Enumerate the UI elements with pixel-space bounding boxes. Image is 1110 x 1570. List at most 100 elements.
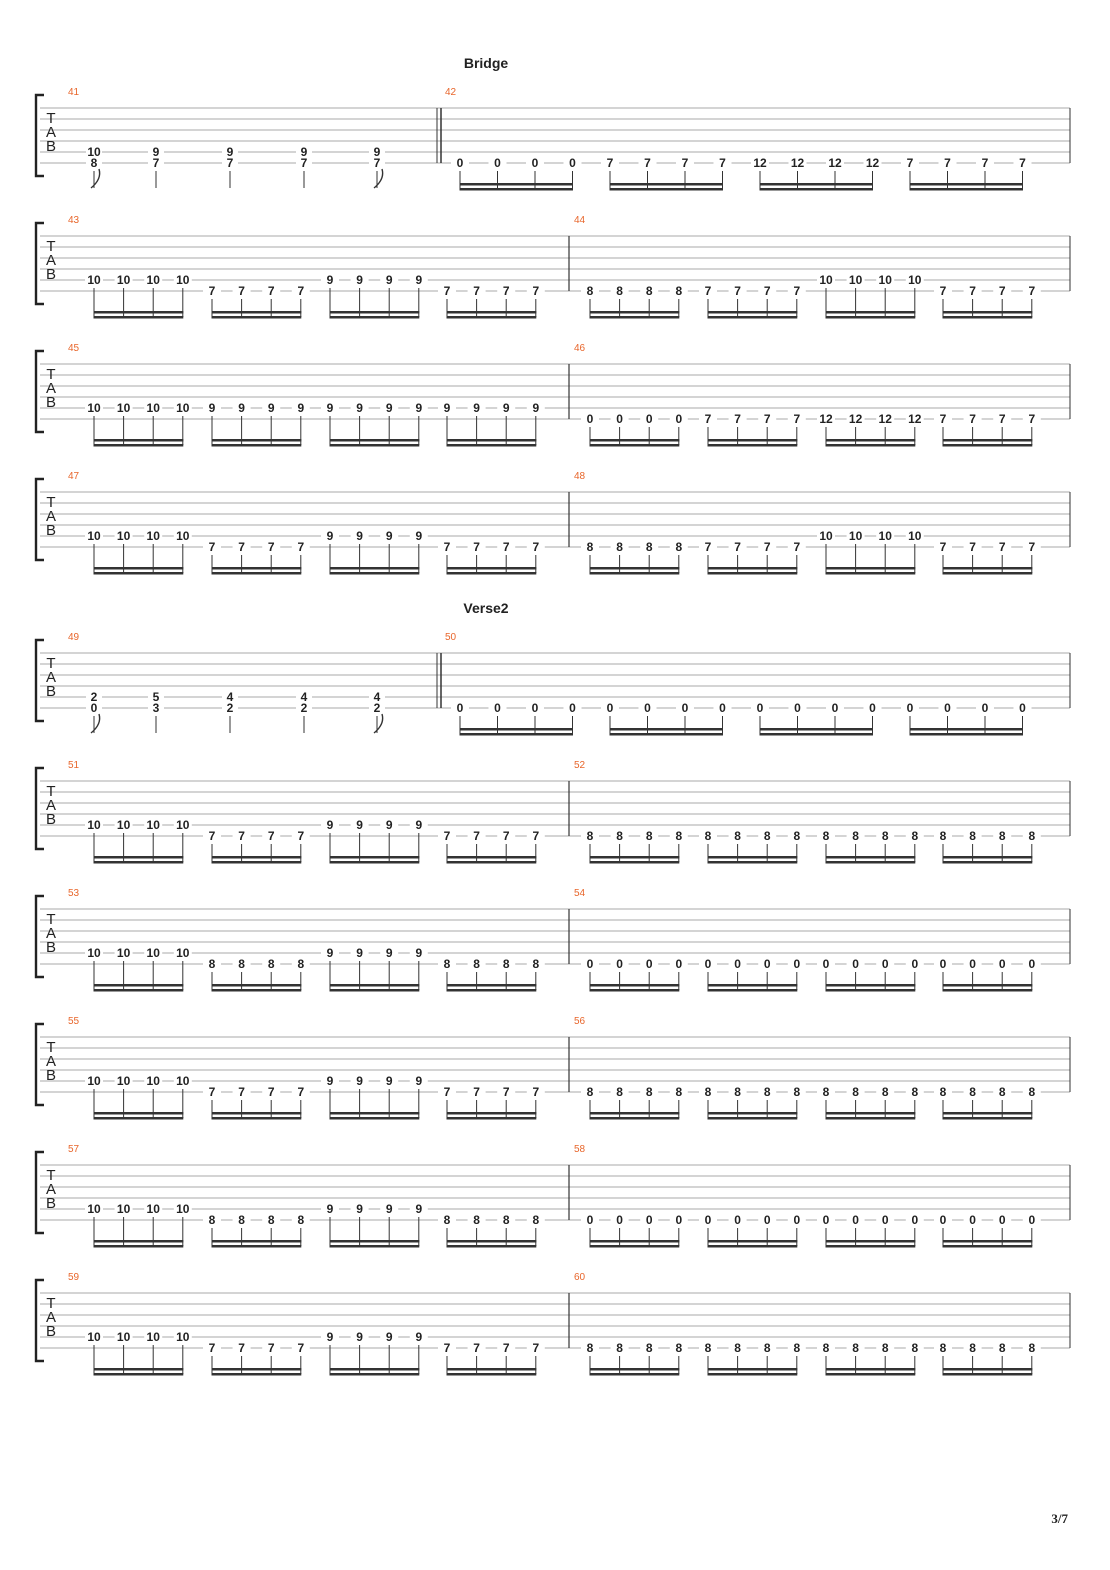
fret-number: 7: [940, 284, 947, 298]
fret-number: 8: [911, 829, 918, 843]
fret-knockout: [713, 701, 732, 714]
fret-knockout: [173, 529, 192, 542]
fret-number: 7: [1019, 156, 1026, 170]
beam: [707, 567, 798, 570]
fret-knockout: [369, 691, 385, 711]
fret-number: 8: [1028, 1341, 1035, 1355]
fret-number: 7: [503, 1085, 510, 1099]
fret-knockout: [497, 957, 516, 970]
fret-number: 9: [374, 145, 381, 159]
fret-number: 10: [908, 273, 922, 287]
fret-knockout: [114, 1330, 133, 1343]
fret-number: 7: [209, 1341, 216, 1355]
fret-number: 7: [764, 284, 771, 298]
fret-knockout: [488, 156, 507, 169]
beam: [707, 856, 798, 859]
fret-number: 0: [823, 1213, 830, 1227]
fret-number: 0: [823, 957, 830, 971]
fret-number: 7: [999, 412, 1006, 426]
beam: [446, 1112, 537, 1115]
beam: [707, 311, 798, 314]
fret-knockout: [497, 284, 516, 297]
fret-knockout: [581, 412, 599, 425]
fret-number: 7: [301, 156, 308, 170]
fret-number: 8: [705, 1085, 712, 1099]
fret-knockout: [846, 529, 865, 542]
fret-number: 7: [793, 284, 800, 298]
fret-number: 8: [238, 1213, 245, 1227]
fret-knockout: [640, 1213, 659, 1226]
fret-number: 8: [91, 156, 98, 170]
fret-knockout: [817, 412, 835, 425]
beam: [825, 1240, 916, 1243]
fret-number: 7: [238, 829, 245, 843]
fret-knockout: [85, 273, 103, 286]
beam: [825, 1117, 916, 1120]
fret-knockout: [526, 284, 545, 297]
fret-knockout: [728, 540, 747, 553]
fret-number: 5: [153, 690, 160, 704]
fret-knockout: [938, 701, 957, 714]
beam: [446, 861, 537, 864]
fret-number: 8: [852, 1341, 859, 1355]
beam: [211, 989, 302, 992]
fret-number: 8: [587, 829, 594, 843]
tab-clef-letter: T: [46, 655, 55, 672]
beam: [942, 1117, 1033, 1120]
fret-number: 7: [209, 540, 216, 554]
beam: [707, 1368, 798, 1371]
fret-knockout: [451, 701, 469, 714]
fret-number: 8: [911, 1341, 918, 1355]
fret-number: 7: [1028, 284, 1035, 298]
fret-number: 9: [356, 401, 363, 415]
fret-knockout: [563, 156, 582, 169]
fret-knockout: [296, 691, 312, 711]
fret-number: 9: [356, 1202, 363, 1216]
beam: [942, 316, 1033, 319]
fret-knockout: [1013, 701, 1032, 714]
fret-number: 10: [147, 1330, 161, 1344]
fret-knockout: [526, 1341, 545, 1354]
fret-number: 7: [473, 284, 480, 298]
fret-knockout: [876, 1341, 895, 1354]
fret-number: 8: [616, 1085, 623, 1099]
beam: [707, 861, 798, 864]
fret-number: 7: [1028, 412, 1035, 426]
fret-knockout: [85, 401, 103, 414]
fret-number: 7: [907, 156, 914, 170]
fret-knockout: [203, 957, 221, 970]
beam: [825, 984, 916, 987]
fret-number: 8: [532, 1213, 539, 1227]
fret-knockout: [296, 146, 312, 166]
fret-number: 8: [209, 957, 216, 971]
fret-knockout: [144, 1074, 163, 1087]
beam: [942, 444, 1033, 447]
beam: [93, 989, 184, 992]
beam: [211, 861, 302, 864]
fret-number: 8: [444, 957, 451, 971]
fret-number: 7: [227, 156, 234, 170]
fret-knockout: [676, 701, 694, 714]
fret-knockout: [173, 273, 192, 286]
beam: [93, 567, 184, 570]
fret-knockout: [114, 818, 133, 831]
fret-number: 10: [147, 529, 161, 543]
tab-clef-letter: A: [46, 508, 56, 525]
fret-knockout: [321, 529, 339, 542]
tab-clef-letter: A: [46, 1053, 56, 1070]
fret-knockout: [291, 957, 310, 970]
fret-number: 7: [503, 829, 510, 843]
fret-knockout: [699, 1213, 717, 1226]
fret-number: 7: [969, 284, 976, 298]
fret-number: 0: [999, 957, 1006, 971]
beam: [329, 1368, 420, 1371]
fret-knockout: [291, 1085, 310, 1098]
fret-number: 7: [444, 540, 451, 554]
fret-number: 4: [374, 690, 381, 704]
fret-knockout: [581, 829, 599, 842]
fret-number: 8: [675, 1085, 682, 1099]
beam: [609, 183, 723, 186]
fret-number: 2: [374, 701, 381, 715]
